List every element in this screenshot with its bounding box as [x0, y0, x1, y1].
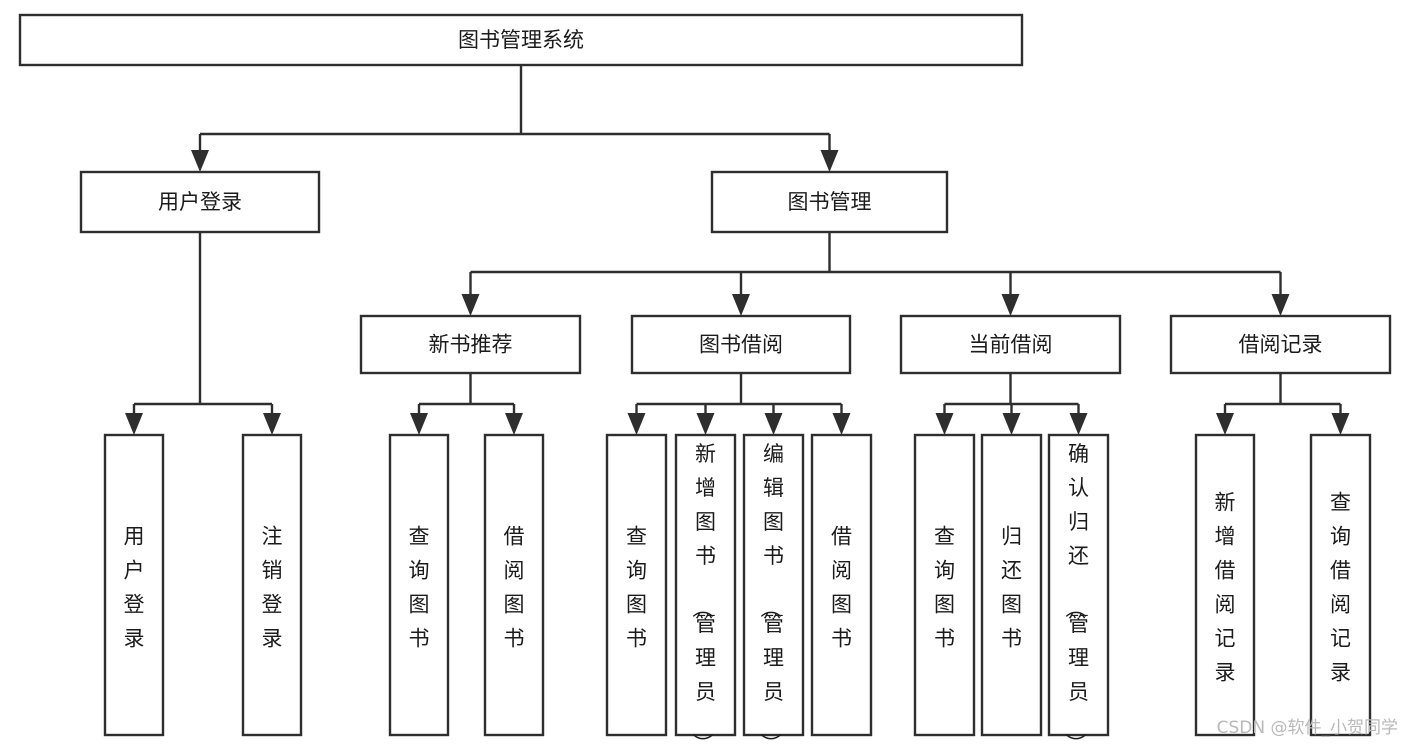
- node-leaf-confirm-return-box[interactable]: [1047, 433, 1110, 737]
- node-leaf-return-book-label: 归还图书: [1001, 525, 1022, 651]
- connector-borrow-record: [1216, 373, 1350, 435]
- node-leaf-add-book-label: 新增图书（管理员）: [690, 442, 716, 747]
- node-leaf-borrow-book-b-box[interactable]: [810, 433, 873, 737]
- node-book-manage-label: 图书管理: [788, 190, 872, 214]
- node-leaf-logout-label: 注销登录: [262, 525, 283, 651]
- node-leaf-return-book-box[interactable]: [980, 433, 1043, 737]
- node-leaf-query-book-new-label: 查询图书: [409, 525, 430, 651]
- node-root-box[interactable]: [18, 13, 1024, 67]
- node-leaf-query-record-box[interactable]: [1309, 433, 1372, 737]
- node-new-book-rec-box[interactable]: [359, 314, 582, 375]
- connector-current-borrow: [935, 373, 1088, 435]
- node-leaf-query-book-c-label: 查询图书: [934, 525, 955, 651]
- node-leaf-add-record-label: 新增借阅记录: [1215, 491, 1236, 685]
- node-leaf-user-login-box[interactable]: [103, 433, 165, 737]
- node-leaf-query-book-c[interactable]: 查询图书: [913, 433, 976, 737]
- node-leaf-borrow-book-new[interactable]: 借阅图书: [483, 433, 545, 737]
- node-leaf-query-record-label: 查询借阅记录: [1330, 491, 1351, 685]
- node-leaf-query-book-new[interactable]: 查询图书: [388, 433, 450, 737]
- node-leaf-return-book[interactable]: 归还图书: [980, 433, 1043, 737]
- node-book-manage-box[interactable]: [710, 170, 949, 234]
- node-layer: 图书管理系统用户登录图书管理新书推荐图书借阅当前借阅借阅记录用户登录注销登录查询…: [18, 13, 1392, 747]
- node-leaf-query-book-b[interactable]: 查询图书: [605, 433, 668, 737]
- node-leaf-user-login-label: 用户登录: [124, 525, 145, 651]
- node-leaf-add-record-box[interactable]: [1194, 433, 1256, 737]
- node-user-login-box[interactable]: [79, 170, 321, 234]
- node-leaf-confirm-return-label: 确认归还（管理员）: [1063, 442, 1089, 747]
- node-book-borrow[interactable]: 图书借阅: [630, 314, 852, 375]
- node-leaf-edit-book-box[interactable]: [742, 433, 805, 737]
- node-leaf-borrow-book-b[interactable]: 借阅图书: [810, 433, 873, 737]
- node-current-borrow[interactable]: 当前借阅: [899, 314, 1122, 375]
- node-leaf-logout-box[interactable]: [241, 433, 303, 737]
- node-current-borrow-box[interactable]: [899, 314, 1122, 375]
- node-leaf-query-record[interactable]: 查询借阅记录: [1309, 433, 1372, 737]
- node-root-label: 图书管理系统: [458, 28, 584, 52]
- node-book-borrow-label: 图书借阅: [699, 333, 783, 357]
- node-borrow-record-label: 借阅记录: [1239, 333, 1323, 357]
- node-new-book-rec[interactable]: 新书推荐: [359, 314, 582, 375]
- node-book-borrow-box[interactable]: [630, 314, 852, 375]
- node-leaf-query-book-new-box[interactable]: [388, 433, 450, 737]
- node-leaf-query-book-b-label: 查询图书: [626, 525, 647, 651]
- node-leaf-borrow-book-new-box[interactable]: [483, 433, 545, 737]
- node-leaf-query-book-c-box[interactable]: [913, 433, 976, 737]
- csdn-watermark: CSDN @软件_小贺同学: [1217, 718, 1398, 738]
- node-leaf-borrow-book-b-label: 借阅图书: [831, 525, 852, 651]
- connector-new-book-rec: [410, 373, 523, 435]
- node-leaf-user-login[interactable]: 用户登录: [103, 433, 165, 737]
- node-new-book-rec-label: 新书推荐: [429, 333, 513, 357]
- node-leaf-confirm-return[interactable]: 确认归还（管理员）: [1047, 433, 1110, 747]
- node-leaf-logout[interactable]: 注销登录: [241, 433, 303, 737]
- node-borrow-record-box[interactable]: [1169, 314, 1392, 375]
- node-user-login-label: 用户登录: [158, 190, 242, 214]
- connector-layer: [125, 65, 1350, 435]
- node-leaf-edit-book[interactable]: 编辑图书（管理员）: [742, 433, 805, 747]
- node-borrow-record[interactable]: 借阅记录: [1169, 314, 1392, 375]
- node-leaf-add-book-box[interactable]: [674, 433, 737, 737]
- connector-root: [191, 65, 839, 172]
- connector-book-manage: [461, 232, 1290, 316]
- node-leaf-add-book[interactable]: 新增图书（管理员）: [674, 433, 737, 747]
- node-current-borrow-label: 当前借阅: [969, 333, 1053, 357]
- node-leaf-query-book-b-box[interactable]: [605, 433, 668, 737]
- connector-user-login: [125, 232, 281, 435]
- node-book-manage[interactable]: 图书管理: [710, 170, 949, 234]
- node-user-login[interactable]: 用户登录: [79, 170, 321, 234]
- node-leaf-borrow-book-new-label: 借阅图书: [504, 525, 525, 651]
- node-leaf-edit-book-label: 编辑图书（管理员）: [758, 442, 784, 747]
- node-root[interactable]: 图书管理系统: [18, 13, 1024, 67]
- node-leaf-add-record[interactable]: 新增借阅记录: [1194, 433, 1256, 737]
- connector-book-borrow: [627, 373, 851, 435]
